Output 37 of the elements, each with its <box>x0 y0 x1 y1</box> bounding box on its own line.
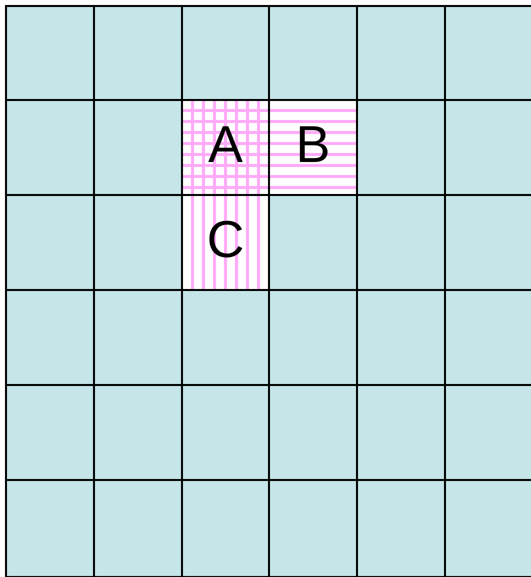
grid-cell <box>356 479 446 577</box>
grid-cell <box>5 289 95 386</box>
grid-cell <box>444 5 531 101</box>
grid-cell <box>93 194 183 291</box>
grid-cell <box>93 289 183 386</box>
cell-letter: C <box>206 214 244 266</box>
grid-cell <box>5 194 95 291</box>
cell-letter: B <box>296 118 330 170</box>
grid-cell <box>5 99 95 196</box>
grid-cell <box>356 99 446 196</box>
hatched-cell <box>181 99 270 196</box>
grid-cell <box>181 5 270 101</box>
grid-cell <box>93 479 183 577</box>
grid-cell <box>444 194 531 291</box>
grid-cell <box>5 384 95 481</box>
grid-cell <box>444 479 531 577</box>
grid-cell <box>356 194 446 291</box>
grid-cell <box>93 5 183 101</box>
grid-cell <box>444 99 531 196</box>
grid-cell <box>268 5 358 101</box>
grid-cell <box>181 289 270 386</box>
grid-cell <box>444 384 531 481</box>
grid-cell <box>181 479 270 577</box>
grid-cell <box>93 384 183 481</box>
grid-cell <box>356 5 446 101</box>
grid-cell <box>356 384 446 481</box>
grid-cell <box>268 194 358 291</box>
grid-cell <box>5 5 95 101</box>
grid-cell <box>268 289 358 386</box>
grid-cell <box>444 289 531 386</box>
grid-cell <box>5 479 95 577</box>
grid-cell <box>93 99 183 196</box>
grid-cell <box>356 289 446 386</box>
grid-cell <box>268 384 358 481</box>
grid-cell <box>268 479 358 577</box>
cell-letter: A <box>208 118 243 170</box>
grid-cell <box>181 384 270 481</box>
